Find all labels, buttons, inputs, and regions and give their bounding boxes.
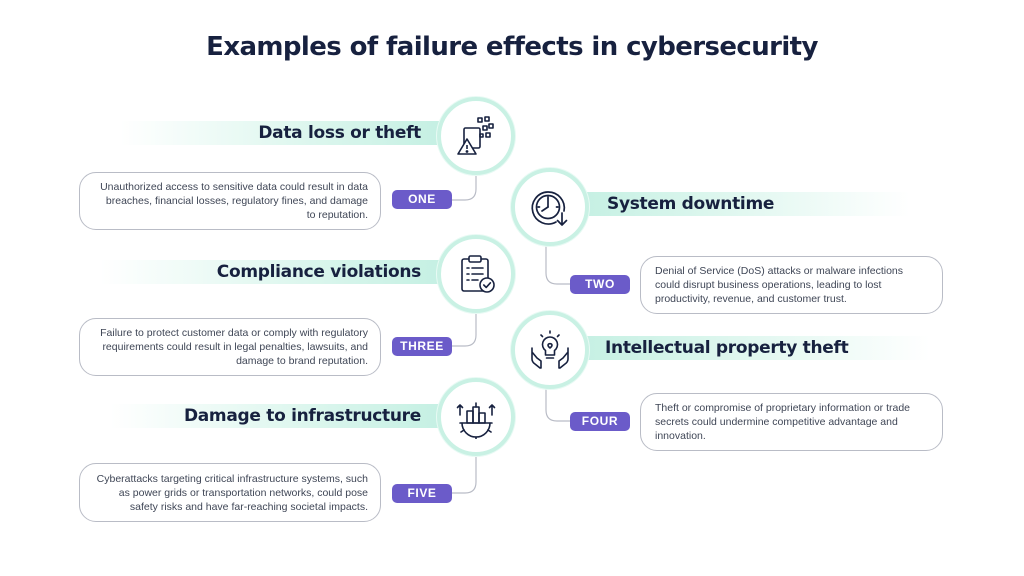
item-five-number-badge: FIVE [392, 484, 452, 503]
item-four-band [580, 336, 930, 360]
item-one-number-badge: ONE [392, 190, 452, 209]
item-three-heading: Compliance violations [216, 262, 422, 282]
data-loss-warning-icon [457, 116, 494, 155]
item-five-band [110, 404, 440, 428]
item-three-description-box: Failure to protect customer data or comp… [79, 318, 381, 376]
item-three-number-badge: THREE [392, 337, 452, 356]
item-two-description-box: Denial of Service (DoS) attacks or malwa… [640, 256, 943, 314]
item-four-description: Theft or compromise of proprietary infor… [655, 402, 911, 442]
item-five-description-box: Cyberattacks targeting critical infrastr… [79, 463, 381, 522]
item-two-description: Denial of Service (DoS) attacks or malwa… [655, 265, 904, 305]
item-five-circle [437, 378, 515, 456]
item-five-description: Cyberattacks targeting critical infrastr… [96, 472, 368, 513]
item-three-description: Failure to protect customer data or comp… [100, 327, 368, 367]
item-two-number-badge: TWO [570, 275, 630, 294]
item-two-circle [511, 168, 589, 246]
item-two-band [580, 192, 910, 216]
clipboard-check-icon [461, 255, 495, 293]
lightbulb-hands-icon [531, 330, 569, 369]
item-one-description-box: Unauthorized access to sensitive data co… [79, 172, 381, 230]
item-three-band [100, 260, 440, 284]
clock-downtime-icon [531, 191, 568, 226]
item-four-description-box: Theft or compromise of proprietary infor… [640, 393, 943, 451]
factory-gear-icon [456, 402, 496, 439]
item-four-number-badge: FOUR [570, 412, 630, 431]
item-three-circle [437, 235, 515, 313]
item-one-heading: Data loss or theft [258, 123, 421, 143]
item-four-heading: Intellectual property theft [605, 338, 849, 358]
item-one-description: Unauthorized access to sensitive data co… [100, 181, 368, 221]
page-title: Examples of failure effects in cybersecu… [206, 32, 818, 62]
item-two-heading: System downtime [607, 194, 775, 214]
item-four-circle [511, 311, 589, 389]
item-one-circle [437, 97, 515, 175]
item-one-band [120, 121, 440, 145]
item-five-heading: Damage to infrastructure [183, 406, 421, 426]
